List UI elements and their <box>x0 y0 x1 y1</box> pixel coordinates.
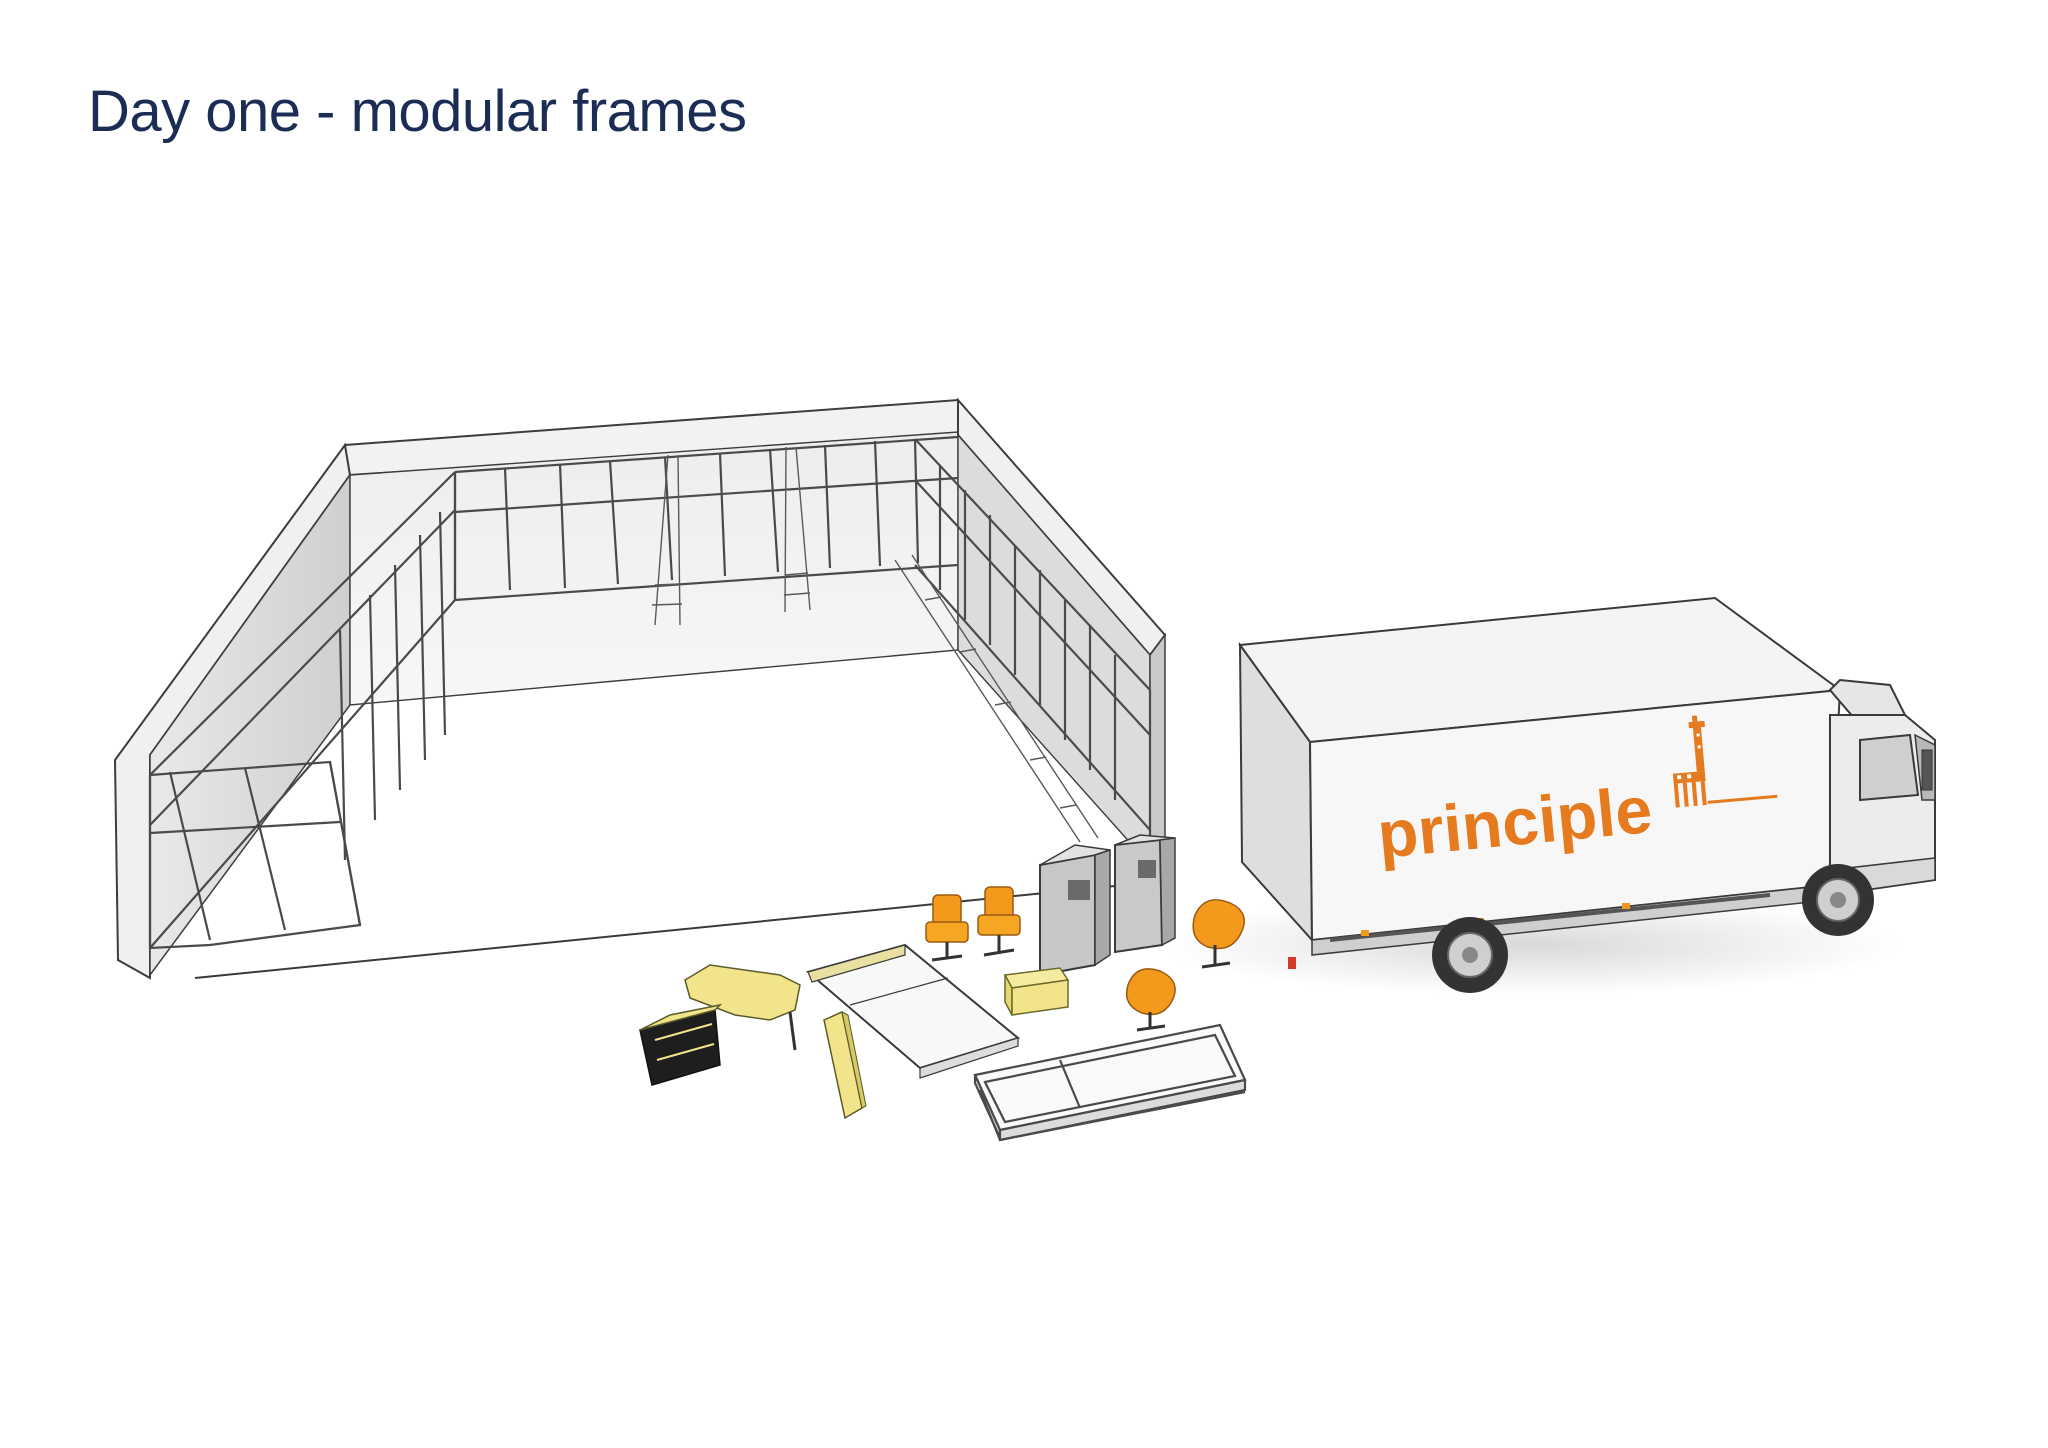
truck-cab-window <box>1859 733 1920 802</box>
atm-2 <box>1114 838 1164 954</box>
right-wall-frames <box>914 438 1152 860</box>
desk-drawer-top <box>639 1003 723 1031</box>
atm-2-screen <box>1138 860 1156 878</box>
office-chair-1 <box>925 894 969 962</box>
modular-frame-enclosure <box>113 397 1167 980</box>
left-wall-frames <box>148 471 457 949</box>
atm-1 <box>1039 853 1096 977</box>
yellow-panel-upright <box>823 1010 867 1120</box>
egg-chair-2 <box>1125 968 1176 1032</box>
desk-with-drawers <box>639 964 801 1086</box>
truck-wheel-rear <box>1432 917 1508 993</box>
truck-wheel-front <box>1802 864 1874 936</box>
office-chair-2 <box>977 886 1021 957</box>
truck-side-bar <box>1329 893 1771 942</box>
delivery-truck: principle <box>1160 596 1936 995</box>
truck-indicator-3 <box>1622 903 1630 909</box>
left-front-frame <box>148 760 362 950</box>
floor-front-edge <box>194 884 1126 979</box>
atm-1-screen <box>1068 880 1090 900</box>
back-wall-ladders <box>651 446 811 626</box>
atm-2-front <box>1159 837 1176 947</box>
page-title: Day one - modular frames <box>88 79 747 144</box>
truck-indicator-1 <box>1361 930 1369 936</box>
truck-tail-light <box>1288 957 1296 969</box>
atm-machines <box>1039 834 1176 977</box>
egg-chair-1 <box>1192 899 1245 969</box>
stacked-modular-frames <box>973 1023 1247 1142</box>
yellow-cabinet-small <box>1003 967 1070 1016</box>
truck-mirror <box>1921 749 1933 791</box>
right-wall-ladder <box>894 554 1099 843</box>
flat-panels <box>805 943 1021 1079</box>
atm-1-front <box>1094 848 1111 967</box>
giraffe-icon <box>1672 715 1778 808</box>
desk-drawer-unit <box>639 1009 721 1086</box>
